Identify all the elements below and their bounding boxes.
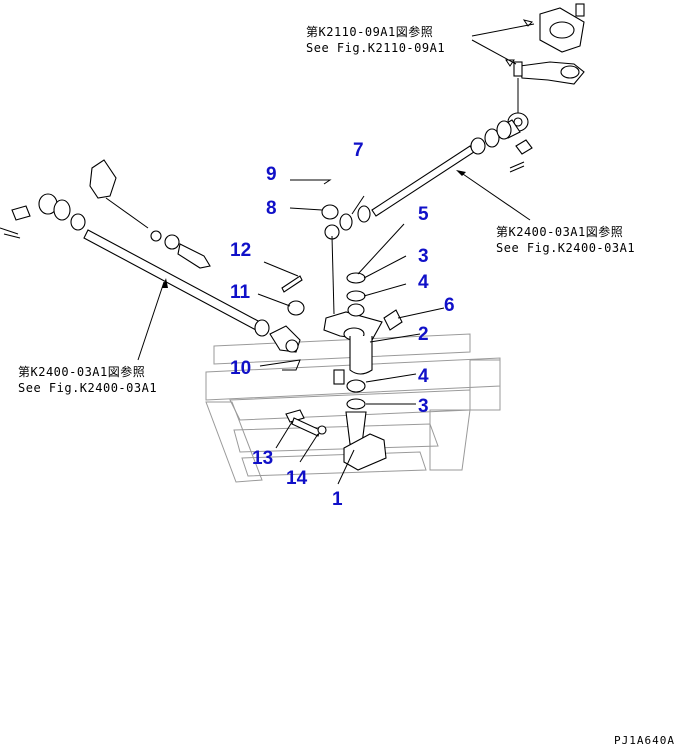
callout-10: 10 [230, 358, 251, 379]
ref-k2400-right-jp: 第K2400-03A1図参照 [496, 224, 623, 239]
callout-9: 9 [266, 164, 277, 185]
left-linkage-assembly [0, 159, 305, 353]
callout-6: 6 [444, 295, 455, 316]
callout-3-lower: 3 [418, 396, 429, 417]
right-tie-rod [357, 120, 512, 223]
callout-8: 8 [266, 198, 277, 219]
ref-k2400-right-en: See Fig.K2400-03A1 [496, 241, 635, 255]
callout-4-upper: 4 [418, 272, 429, 293]
callout-4-lower: 4 [418, 366, 429, 387]
callout-5: 5 [418, 204, 429, 225]
callout-12: 12 [230, 240, 251, 261]
reference-labels: 第K2110-09A1図参照 See Fig.K2110-09A1 第K2400… [18, 24, 635, 395]
ref-k2400-left-en: See Fig.K2400-03A1 [18, 381, 157, 395]
callout-1: 1 [332, 489, 343, 510]
callout-3-upper: 3 [418, 246, 429, 267]
center-shaft-assembly [285, 204, 403, 471]
callout-2: 2 [418, 324, 429, 345]
callout-11: 11 [230, 282, 251, 303]
drawing-code: PJ1A640A [614, 734, 675, 747]
callout-14: 14 [286, 468, 308, 489]
ref-k2110-en: See Fig.K2110-09A1 [306, 41, 445, 55]
ref-k2400-left-jp: 第K2400-03A1図参照 [18, 364, 145, 379]
callout-numbers: 1 2 3 3 4 4 5 6 7 8 9 10 11 12 13 14 [230, 140, 455, 510]
callout-13: 13 [252, 448, 273, 469]
ref-k2110-jp: 第K2110-09A1図参照 [306, 24, 433, 39]
leader-lines [137, 19, 535, 485]
callout-7: 7 [353, 140, 364, 161]
upper-arm-assembly [501, 3, 585, 173]
